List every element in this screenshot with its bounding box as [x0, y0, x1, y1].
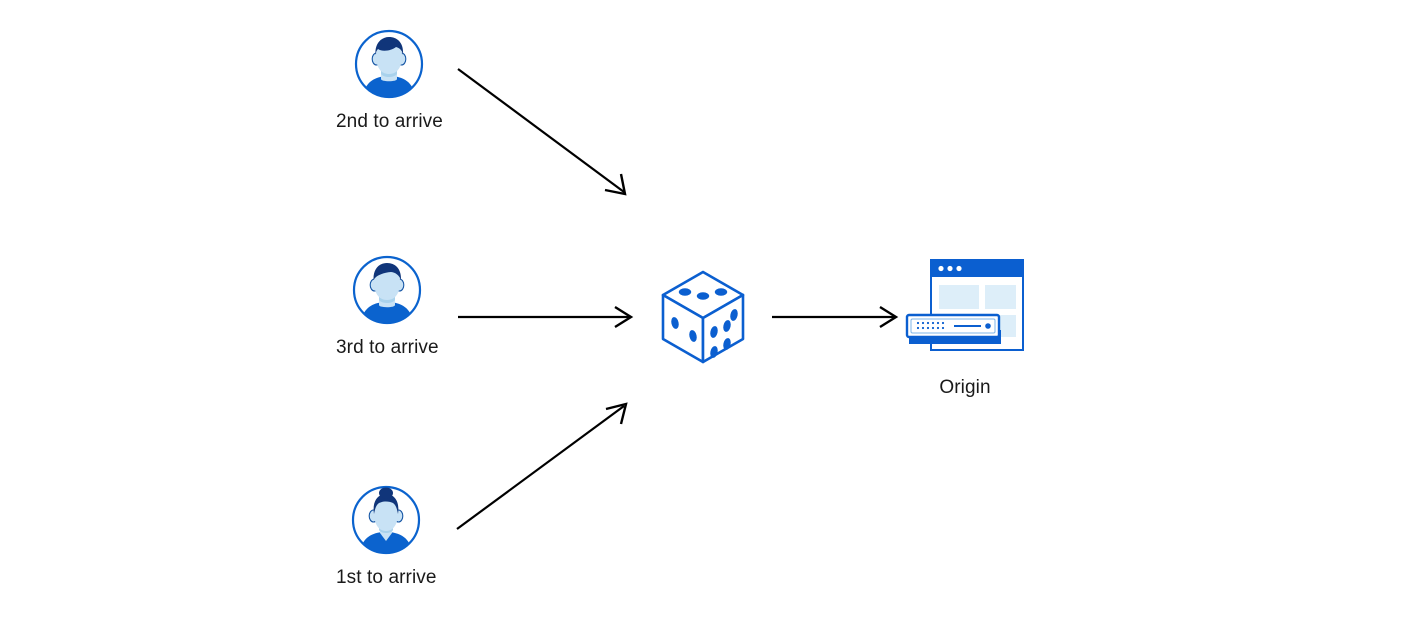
node-origin[interactable]: Origin: [905, 258, 1025, 401]
edge-dice-to-origin: [772, 305, 899, 329]
node-client-3rd[interactable]: 3rd to arrive: [336, 254, 439, 361]
edge-1st-to-dice: [456, 402, 628, 530]
origin-server-icon: [905, 258, 1025, 358]
user-avatar-icon: [350, 484, 422, 556]
node-client-1st[interactable]: 1st to arrive: [336, 484, 437, 591]
server-indicator-dots: [916, 321, 945, 330]
node-label: Origin: [939, 377, 991, 398]
node-label: 2nd to arrive: [336, 111, 443, 132]
user-avatar-icon: [353, 28, 425, 100]
node-label: 1st to arrive: [336, 567, 437, 588]
dice-right-pips: [710, 309, 738, 358]
node-client-2nd[interactable]: 2nd to arrive: [336, 28, 443, 135]
dice-left-pips: [671, 317, 697, 342]
server-device-icon: [905, 313, 1001, 344]
user-avatar-icon: [351, 254, 423, 326]
dice-top-pips: [678, 288, 728, 300]
edge-2nd-to-dice: [457, 68, 627, 196]
dice-icon: [657, 268, 749, 366]
node-randomizer[interactable]: [657, 268, 749, 366]
edge-3rd-to-dice: [458, 305, 634, 329]
node-label: 3rd to arrive: [336, 337, 439, 358]
